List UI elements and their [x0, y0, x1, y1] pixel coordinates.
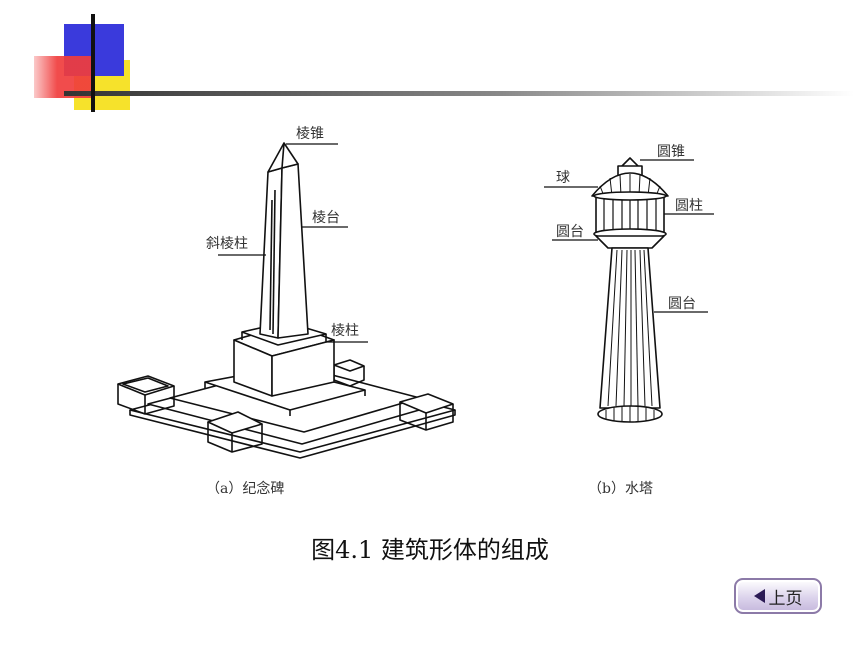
label-frustum-body: 圆台	[668, 296, 696, 312]
planter-left	[117, 375, 175, 415]
label-frustum-top: 圆台	[556, 224, 584, 240]
planter-bottom	[207, 411, 263, 453]
label-pyramid: 棱锥	[296, 126, 324, 142]
monument-step-1-edge	[129, 410, 456, 459]
monument-base-side	[271, 339, 335, 397]
prev-page-label: 上页	[768, 588, 803, 609]
header-rule	[64, 91, 854, 96]
header-decoration	[34, 14, 854, 112]
caption-b: （b）水塔	[588, 481, 653, 497]
label-frustum: 棱台	[312, 210, 340, 226]
label-cylinder: 圆柱	[675, 198, 703, 214]
label-oblique-prism: 斜棱柱	[206, 236, 248, 252]
prev-page-button[interactable]: 上页	[734, 578, 822, 614]
label-cone: 圆锥	[657, 144, 685, 160]
figure-title: 图4.1 建筑形体的组成	[311, 536, 549, 564]
header-vertical-line	[91, 14, 95, 112]
label-sphere: 球	[556, 170, 570, 186]
caption-a: （a）纪念碑	[206, 481, 285, 497]
planter-right	[399, 393, 454, 431]
label-prism: 棱柱	[331, 323, 359, 339]
left-arrow-icon	[753, 589, 765, 603]
tower-frustum-top	[595, 235, 665, 249]
